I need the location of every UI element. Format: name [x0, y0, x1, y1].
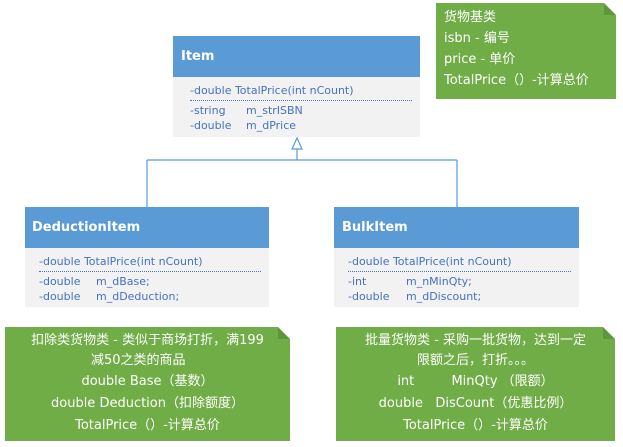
class-bulk-item-method: -double TotalPrice(int nCount) [348, 255, 512, 268]
note-bulk-item-line: int MinQty （限额） [397, 374, 554, 389]
note-bulk-item-line: 批量货物类 - 采购一批货物，达到一定 [365, 333, 586, 348]
class-deduction-item-method: -double TotalPrice(int nCount) [39, 255, 203, 268]
note-deduction-item-line: double Base（基数） [81, 374, 214, 389]
inheritance-arrowhead [291, 136, 303, 150]
note-item-line: TotalPrice（）-计算总价 [444, 73, 589, 88]
class-item-separator [190, 100, 412, 101]
class-item-header: Item [173, 36, 420, 77]
note-bulk-item-line: TotalPrice（）-计算总价 [403, 418, 548, 433]
note-deduction-item-fold [278, 327, 290, 339]
note-bulk-item-line: double DisCount（优惠比例） [378, 396, 573, 411]
class-item-method: -double TotalPrice(int nCount) [190, 84, 354, 97]
note-bulk-item-fold [603, 327, 615, 339]
note-bulk-item: 批量货物类 - 采购一批货物，达到一定 限额之后，打折。。。 int MinQt… [336, 327, 615, 441]
note-bulk-item-line: 限额之后，打折。。。 [416, 353, 534, 368]
note-item-line: isbn - 编号 [444, 31, 510, 46]
note-deduction-item-line: double Deduction（扣除额度） [51, 396, 244, 411]
note-deduction-item: 扣除类货物类 - 类似于商场打折，满199 减50之类的商品 double Ba… [5, 327, 290, 441]
note-deduction-item-line: 扣除类货物类 - 类似于商场打折，满199 [31, 333, 264, 348]
class-item: Item -double TotalPrice(int nCount) -str… [173, 36, 420, 137]
note-deduction-item-line: 减50之类的商品 [91, 353, 186, 368]
class-bulk-item: BulkItem -double TotalPrice(int nCount) … [334, 207, 579, 307]
class-bulk-item-name: BulkItem [342, 220, 408, 235]
note-deduction-item-line: TotalPrice（）-计算总价 [75, 418, 220, 433]
note-item: 货物基类 isbn - 编号 price - 单价 TotalPrice（）-计… [436, 3, 616, 99]
note-item-fold [604, 3, 616, 15]
class-item-name: Item [181, 49, 215, 64]
class-deduction-item-separator [39, 271, 261, 272]
class-deduction-item-header: DeductionItem [25, 207, 269, 248]
note-item-line: 货物基类 [444, 10, 497, 25]
class-bulk-item-header: BulkItem [334, 207, 579, 248]
note-item-line: price - 单价 [444, 52, 516, 67]
class-deduction-item-name: DeductionItem [32, 220, 141, 235]
class-bulk-item-separator [348, 271, 571, 272]
class-deduction-item: DeductionItem -double TotalPrice(int nCo… [25, 207, 269, 307]
